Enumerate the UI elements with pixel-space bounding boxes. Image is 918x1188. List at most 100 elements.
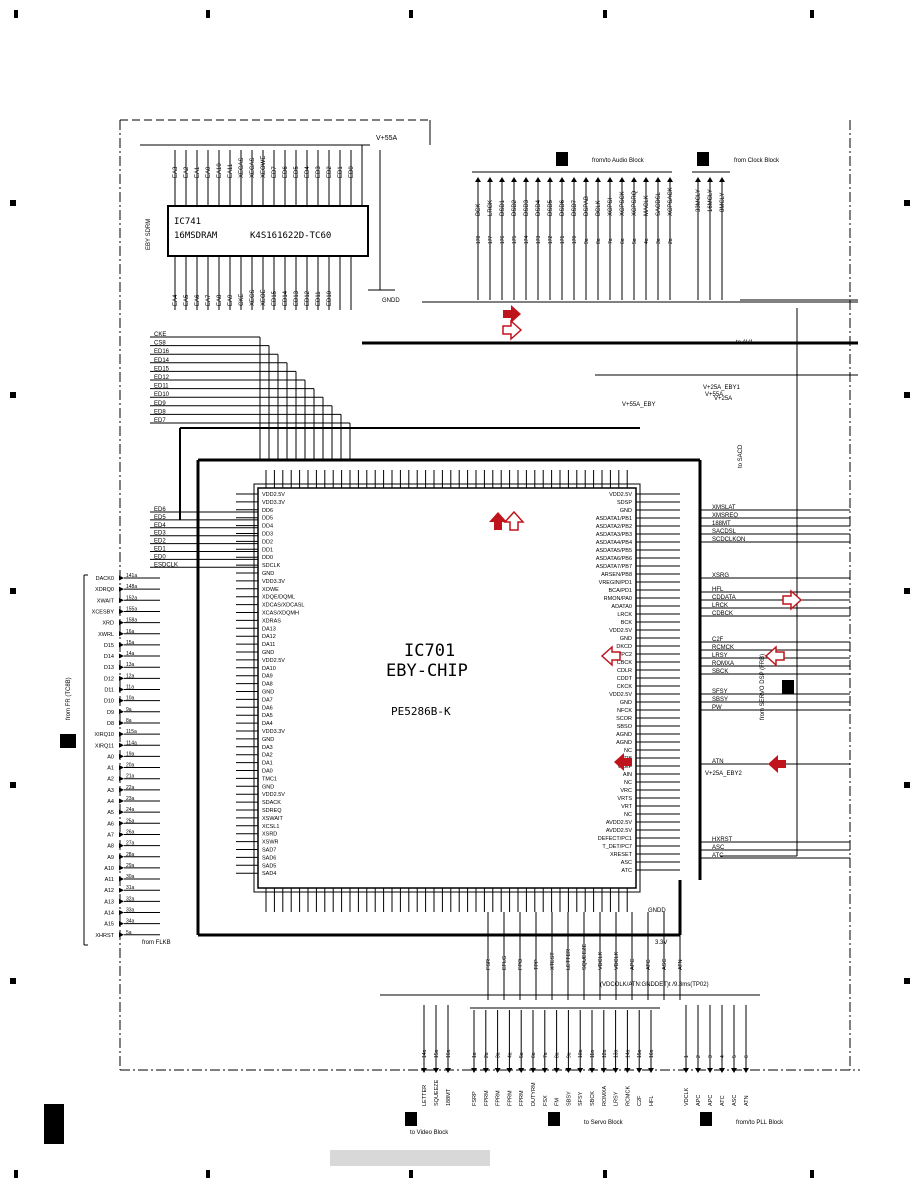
right-signal: LRCK bbox=[712, 603, 728, 609]
connector-pin-number: 114a bbox=[126, 740, 137, 746]
chip-left-pin: XCSL1 bbox=[262, 824, 279, 830]
chip-left-pin: DA3 bbox=[262, 745, 273, 751]
chip-left-pin: VDD2.5V bbox=[262, 492, 285, 498]
clock-signal-name: 8MCLY bbox=[720, 192, 726, 212]
audio-signal-name: LRCK bbox=[488, 200, 494, 216]
pin-arrow bbox=[683, 1068, 689, 1073]
servo-pin-number: 5a bbox=[519, 1052, 525, 1058]
connector-signal: XDRQ0 bbox=[95, 587, 114, 593]
servo-pin-number: 15a bbox=[637, 1049, 643, 1058]
right-supply-labels: V+25A_EBY1V+55AV+55A_EBYV+25AV+25A_EBY2f… bbox=[622, 385, 766, 777]
chip-left-pin-labels: VDD2.5VVDD3.3VDD6DD5DD4DD3DD2DD1DD0SDCLK… bbox=[236, 492, 305, 877]
audio-signal-name: DSD6 bbox=[560, 199, 566, 216]
pin-arrow bbox=[494, 1068, 501, 1073]
board-outline bbox=[119, 119, 860, 1071]
audio-pin-number: 177 bbox=[488, 235, 494, 244]
right-signal: SFSY bbox=[712, 689, 728, 695]
bus-signal: ED14 bbox=[154, 358, 170, 364]
clock-signal-name: 33MCLY bbox=[696, 189, 702, 212]
chip-left-pin: XDRAS bbox=[262, 618, 281, 624]
sdram-bottom-pin: EA6 bbox=[195, 294, 201, 306]
pin-arrow bbox=[553, 1068, 560, 1073]
left-bus-lines: CKECS8ED16ED14ED15ED12ED11ED10ED9ED8ED7E… bbox=[150, 332, 351, 568]
pin-arrow bbox=[119, 631, 124, 637]
pin-arrow bbox=[119, 921, 124, 927]
chip-right-pin: ARSEN/PB8 bbox=[601, 572, 632, 578]
to-sacd-label: to SACD bbox=[738, 444, 744, 468]
supply-label: V+55A_EBY bbox=[622, 402, 656, 408]
sdram-bottom-pin: XEOE bbox=[261, 289, 267, 306]
signal-arrow bbox=[619, 177, 625, 182]
right-signal: C2F bbox=[712, 637, 724, 643]
sdram-bottom-pin: EA4 bbox=[173, 294, 179, 306]
chip-right-pin: CDDT bbox=[617, 676, 633, 682]
connector-pin-number: 141a bbox=[126, 573, 137, 579]
connector-signal: XWAIT bbox=[97, 598, 115, 604]
connector-signal: D15 bbox=[104, 643, 114, 649]
chip-right-pin: ASDATA7/PB7 bbox=[596, 564, 632, 570]
chip-right-pin: VDD2.5V bbox=[609, 628, 632, 634]
bus-signal: ED10 bbox=[154, 392, 170, 398]
connector-signal: XHRST bbox=[95, 933, 114, 939]
chip-right-pin: CDLR bbox=[617, 668, 632, 674]
signal-arrow bbox=[595, 177, 601, 182]
signal-arrow bbox=[559, 177, 565, 182]
chip-right-pin: VREGIN/PD1 bbox=[599, 580, 632, 586]
bus-signal: ED2 bbox=[154, 539, 166, 545]
sdram-bottom-pin: CKE bbox=[239, 294, 245, 306]
bottom-note-gndd: GNDD bbox=[648, 908, 666, 914]
pin-arrow bbox=[433, 1068, 439, 1073]
pin-arrow bbox=[119, 798, 124, 804]
clock-signal-name: 16MCLY bbox=[708, 189, 714, 212]
chip-left-pin: DA2 bbox=[262, 753, 273, 759]
chip-right-pin: DKCD bbox=[616, 644, 632, 650]
chip-right-pin: XRESET bbox=[610, 852, 633, 858]
chip-right-pin: AGND bbox=[616, 732, 632, 738]
chip-right-pin: NC bbox=[624, 748, 632, 754]
chip-top-pin-stubs bbox=[265, 470, 628, 488]
signal-arrow bbox=[583, 177, 589, 182]
clock-block-label: from Clock Block bbox=[734, 158, 780, 164]
sdram-bottom-pin: EA9 bbox=[228, 294, 234, 306]
pin-arrow bbox=[731, 1068, 737, 1073]
right-signal: ROMXA bbox=[712, 661, 734, 667]
connector-signal: D14 bbox=[104, 654, 114, 660]
chip-right-pin: VRTS bbox=[617, 796, 632, 802]
chip-right-pin: VRT bbox=[621, 804, 633, 810]
servo-signal: LRSY bbox=[614, 1091, 620, 1106]
chip-right-pin: ASC bbox=[621, 860, 632, 866]
chip-left-pin: SAD4 bbox=[262, 871, 276, 877]
servo-connector-pins: FSRP1aFPRM2aFPRM3aFPRM4aFPRM5aDUTYRM6aFS… bbox=[471, 1010, 655, 1106]
connector-signal: D8 bbox=[107, 721, 114, 727]
servo-pin-number: 13a bbox=[614, 1049, 620, 1058]
frame-marks bbox=[10, 10, 910, 1178]
chip-left-pin: XSWR bbox=[262, 840, 279, 846]
bottom-signal: VDCLK bbox=[598, 951, 604, 970]
connector-pin-number: 13a bbox=[126, 662, 135, 668]
chip-right-pin: CBCK bbox=[617, 660, 633, 666]
arrow-right-filled-1 bbox=[503, 305, 521, 323]
bottom-note-33v: 3.3V bbox=[655, 940, 667, 946]
connector-pin-number: 34a bbox=[126, 919, 135, 925]
signal-arrow bbox=[499, 177, 505, 182]
sdram-top-pin: ED3 bbox=[316, 166, 322, 178]
chip-bottom-pin-stubs bbox=[265, 888, 628, 912]
audio-pin-number: 171 bbox=[560, 235, 566, 244]
pin-arrow bbox=[624, 1068, 631, 1073]
chip-left-pin: VDD2.5V bbox=[262, 792, 285, 798]
chip-left-pin: DA4 bbox=[262, 721, 273, 727]
audio-signal-name: MACLK bbox=[644, 195, 650, 216]
sdram-top-pin: ED1 bbox=[338, 166, 344, 178]
sdram-part: K4S161622D-TC60 bbox=[250, 231, 331, 241]
chip-right-pin: NFCK bbox=[617, 708, 632, 714]
chip-left-pin: DA10 bbox=[262, 666, 276, 672]
connector-pin-number: 155a bbox=[126, 606, 137, 612]
pin-arrow bbox=[119, 742, 124, 748]
chip-right-pin: ATC bbox=[621, 868, 632, 874]
bottom-signal: SQUEEZE bbox=[582, 943, 588, 970]
pll-signal: APC bbox=[696, 1095, 702, 1106]
pin-arrow bbox=[119, 820, 124, 826]
audio-pin-number: 3a bbox=[656, 238, 662, 244]
connector-pin-number: 23a bbox=[126, 796, 135, 802]
connector-pin-number: 115a bbox=[126, 729, 137, 735]
